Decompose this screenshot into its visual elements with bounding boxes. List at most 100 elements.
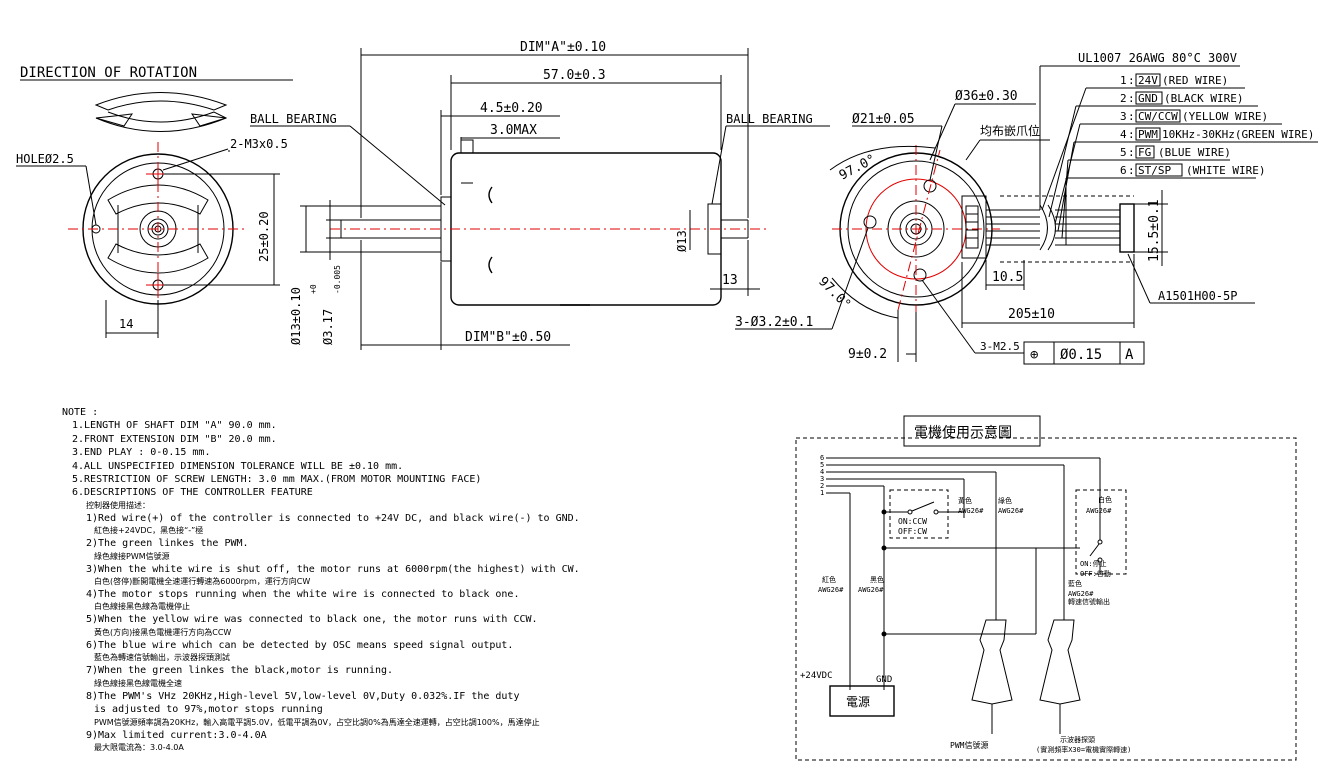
note-line: 4.ALL UNSPECIFIED DIMENSION TOLERANCE WI… bbox=[72, 460, 404, 472]
white-label: 白色 bbox=[1098, 495, 1112, 504]
shaft-tol-plus: +0 bbox=[309, 284, 318, 294]
d36-dim: Ø36±0.30 bbox=[955, 89, 1018, 104]
conn-w-dim: 10.5 bbox=[992, 270, 1023, 285]
connector-label: A1501H00-5P bbox=[1158, 289, 1237, 303]
boss-dia-dim: Ø13±0.10 bbox=[289, 287, 303, 345]
note-line: 9)Max limited current:3.0-4.0A bbox=[86, 729, 267, 741]
shaft-dia-dim: Ø3.17 bbox=[321, 309, 335, 345]
svg-text:3: 3 bbox=[820, 475, 824, 483]
gnd-label: GND bbox=[876, 675, 892, 685]
notes-block: NOTE : 1.LENGTH OF SHAFT DIM "A" 90.0 mm… bbox=[62, 406, 622, 754]
note-line: 2.FRONT EXTENSION DIM "B" 20.0 mm. bbox=[72, 433, 277, 445]
d21-dim: Ø21±0.05 bbox=[852, 112, 915, 127]
probe-label: 示波器探頭 bbox=[1060, 735, 1095, 744]
conn-h-dim: 15.5±0.1 bbox=[1147, 199, 1162, 262]
wire-row: 2: GND (BLACK WIRE) bbox=[1048, 91, 1258, 218]
rear-dim: 13 bbox=[722, 273, 738, 288]
note-cn: 綠色線接黑色線電機全速 bbox=[94, 678, 182, 688]
schematic-title: 電機使用示意圖 bbox=[914, 424, 1012, 441]
wire-desc: (BLACK WIRE) bbox=[1164, 92, 1243, 105]
ext-dim: 4.5±0.20 bbox=[480, 101, 543, 116]
note-line: 5.RESTRICTION OF SCREW LENGTH: 3.0 mm MA… bbox=[72, 474, 482, 486]
sw2-on: ON:停止 bbox=[1080, 559, 1107, 568]
note-line: 8)The PWM's VHz 20KHz,High-level 5V,low-… bbox=[86, 690, 520, 702]
angle-top: 97.0° bbox=[837, 152, 879, 184]
black-label: 黑色 bbox=[870, 575, 884, 584]
note-line: is adjusted to 97%,motor stops running bbox=[94, 704, 323, 716]
note-line: 5)When the yellow wire was connected to … bbox=[86, 614, 538, 626]
max-dim: 3.0MAX bbox=[490, 123, 537, 138]
white-awg: AWG26# bbox=[1086, 507, 1112, 515]
note-cn: 紅色接+24VDC，黑色接“-”極 bbox=[94, 526, 204, 536]
tol-value: Ø0.15 bbox=[1060, 347, 1102, 363]
wire-desc: (BLUE WIRE) bbox=[1158, 146, 1231, 159]
note-line: 1)Red wire(+) of the controller is conne… bbox=[86, 512, 580, 524]
svg-text::: : bbox=[1128, 92, 1135, 105]
holes-dim: 3-Ø3.2±0.1 bbox=[735, 315, 813, 330]
note-cn: 黃色(方向)接黑色電機運行方向為CCW bbox=[94, 627, 232, 637]
svg-text:6: 6 bbox=[1120, 164, 1127, 177]
dim-b: DIM"B"±0.50 bbox=[465, 330, 551, 345]
wire-code: 24V bbox=[1138, 74, 1158, 87]
rotation-block: DIRECTION OF ROTATION bbox=[20, 65, 293, 132]
wire-row: 6: ST/SP (WHITE WIRE) bbox=[1065, 163, 1265, 245]
sw1-on: ON:CCW bbox=[898, 517, 927, 526]
svg-text:6: 6 bbox=[820, 454, 824, 462]
green-label: 綠色 bbox=[998, 496, 1012, 505]
svg-text:5: 5 bbox=[1120, 146, 1127, 159]
blue-note: 轉速信號輸出 bbox=[1068, 597, 1110, 606]
blue-label: 藍色 bbox=[1068, 579, 1082, 588]
wire-row: 1: 24V (RED WIRE) bbox=[1041, 73, 1245, 211]
svg-text:3: 3 bbox=[1120, 110, 1127, 123]
note-line: 6)The blue wire which can be detected by… bbox=[86, 639, 514, 651]
svg-text:2: 2 bbox=[820, 482, 824, 490]
front-view: HOLEØ2.5 2-M3x0.5 14 25±0.20 bbox=[16, 137, 288, 338]
dim-a: DIM"A"±0.10 bbox=[520, 40, 606, 55]
wire-code: FG bbox=[1138, 146, 1151, 159]
vdc-label: +24VDC bbox=[800, 671, 833, 681]
inner-dia-dim: Ø13 bbox=[675, 230, 689, 252]
note-cn: 綠色線接PWM信號源 bbox=[94, 551, 170, 561]
tol-datum: A bbox=[1125, 347, 1134, 363]
note-line: 4)The motor stops running when the white… bbox=[86, 589, 520, 601]
wire-row: 4: PWM 10KHz-30KHz(GREEN WIRE) bbox=[1057, 127, 1318, 232]
svg-text:1: 1 bbox=[1120, 74, 1127, 87]
svg-text:2: 2 bbox=[1120, 92, 1127, 105]
yellow-label: 黃色 bbox=[958, 496, 972, 505]
rotation-title: DIRECTION OF ROTATION bbox=[20, 65, 197, 81]
wire-spec: UL1007 26AWG 80°C 300V bbox=[1078, 51, 1237, 65]
svg-text:4: 4 bbox=[1120, 128, 1127, 141]
note-line: 7)When the green linkes the black,motor … bbox=[86, 665, 394, 677]
sw1-off: OFF:CW bbox=[898, 527, 927, 536]
note-cn: PWM信號源頻率調為20KHz，輸入高電平調5.0V，低電平調為0V，占空比調0… bbox=[94, 717, 540, 727]
pwm-probe-icon bbox=[971, 619, 1013, 705]
side-view: DIM"A"±0.10 57.0±0.3 4.5±0.20 3.0MAX BAL… bbox=[250, 40, 830, 350]
yellow-awg: AWG26# bbox=[958, 507, 984, 515]
tol-symbol: ⊕ bbox=[1030, 347, 1039, 363]
wire-desc: 10KHz-30KHz(GREEN WIRE) bbox=[1162, 128, 1314, 141]
m25-label: 3-M2.5 bbox=[980, 340, 1020, 353]
length-dim: 57.0±0.3 bbox=[543, 68, 606, 83]
power-box bbox=[829, 685, 895, 717]
cable-len-dim: 205±10 bbox=[1008, 307, 1055, 322]
wire-table: UL1007 26AWG 80°C 300V 1: 24V (RED WIRE)… bbox=[1039, 51, 1318, 245]
note-cn: 白色(啓停)斷開電機全速運行轉速為6000rpm，運行方向CW bbox=[94, 577, 311, 587]
red-awg: AWG26# bbox=[818, 586, 844, 594]
wire-desc: (WHITE WIRE) bbox=[1186, 164, 1265, 177]
shaft-tol-minus: -0.005 bbox=[333, 265, 342, 294]
notes-title: NOTE : bbox=[62, 407, 99, 418]
wire-code: CW/CCW bbox=[1138, 110, 1178, 123]
svg-text:1: 1 bbox=[820, 489, 824, 497]
screw-label: 2-M3x0.5 bbox=[230, 137, 288, 151]
note-line: 6.DESCRIPTIONS OF THE CONTROLLER FEATURE bbox=[72, 487, 313, 499]
note-line: 3)When the white wire is shut off, the m… bbox=[86, 563, 580, 575]
svg-text::: : bbox=[1128, 146, 1135, 159]
probe-note: (實測頻率X30=電機實際轉速) bbox=[1036, 745, 1131, 754]
note-cn: 白色線接黑色線為電機停止 bbox=[94, 602, 190, 612]
sw2-off: OFF:啓動 bbox=[1080, 569, 1111, 578]
wire-desc: (YELLOW WIRE) bbox=[1182, 110, 1268, 123]
svg-text::: : bbox=[1128, 128, 1135, 141]
blue-awg: AWG26# bbox=[1068, 590, 1094, 598]
green-awg: AWG26# bbox=[998, 507, 1024, 515]
